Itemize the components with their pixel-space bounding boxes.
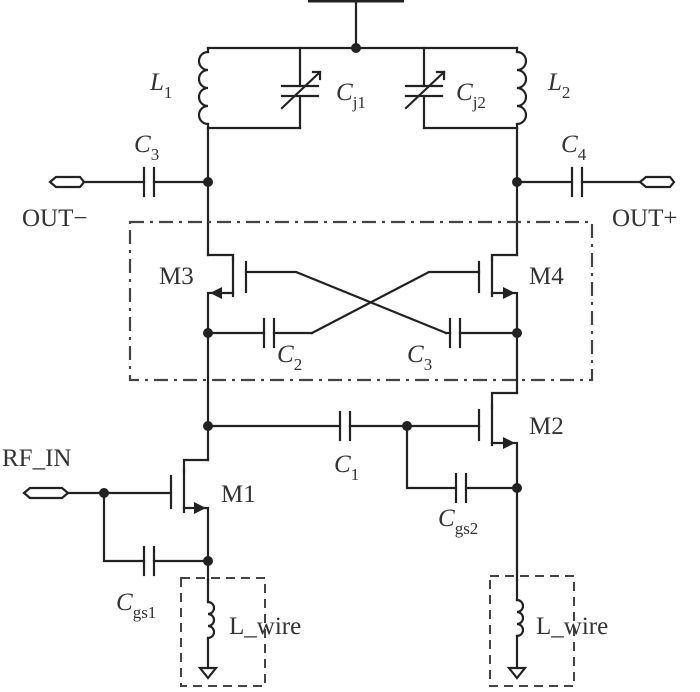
- bondwire-inductor-right: [489, 575, 575, 687]
- cross-coupled-pair-box: [128, 220, 594, 382]
- bondwire-inductor-left: [180, 577, 266, 687]
- label-lwire-left: L_wire: [229, 613, 301, 640]
- label-cgs1: Cgs1: [116, 589, 156, 622]
- label-c3-cross: C3: [407, 341, 432, 374]
- label-cj2: Cj2: [456, 79, 486, 112]
- output-port-plus: [638, 175, 676, 189]
- label-out-minus: OUT−: [22, 205, 87, 232]
- label-out-plus: OUT+: [612, 205, 677, 232]
- transistor-m2: [405, 391, 519, 582]
- capacitor-cgs1: [102, 491, 213, 577]
- output-port-minus: [48, 175, 146, 189]
- capacitor-cgs2: [405, 424, 522, 504]
- label-l2: L2: [547, 69, 570, 102]
- varactor-cj2: [404, 46, 446, 130]
- rf-input-port: [22, 486, 173, 500]
- capacitor-c4-output: [512, 166, 642, 198]
- label-m4: M4: [529, 263, 564, 290]
- label-m2: M2: [529, 413, 564, 440]
- transistor-m3: [206, 253, 248, 332]
- label-m1: M1: [221, 481, 256, 508]
- transistor-m4: [477, 253, 519, 332]
- label-m3: M3: [159, 263, 194, 290]
- label-cj1: Cj1: [336, 79, 366, 112]
- label-l1: L1: [149, 69, 172, 102]
- inductor-l1: [197, 46, 210, 130]
- label-cgs2: Cgs2: [438, 505, 478, 538]
- supply-rail: [206, 0, 519, 53]
- capacitor-c1: [203, 410, 412, 442]
- label-lwire-right: L_wire: [536, 613, 608, 640]
- varactor-cj1: [280, 46, 322, 130]
- label-rf-in: RF_IN: [2, 445, 71, 472]
- cross-coupling: [244, 270, 481, 335]
- capacitor-c3-output: [142, 166, 213, 198]
- label-c3-output: C3: [134, 131, 159, 164]
- label-c1: C1: [334, 451, 359, 484]
- capacitor-c3-cross: [444, 317, 522, 349]
- inductor-l2: [515, 46, 528, 130]
- label-c2: C2: [277, 341, 302, 374]
- capacitor-c2: [203, 317, 314, 349]
- label-c4: C4: [561, 131, 587, 164]
